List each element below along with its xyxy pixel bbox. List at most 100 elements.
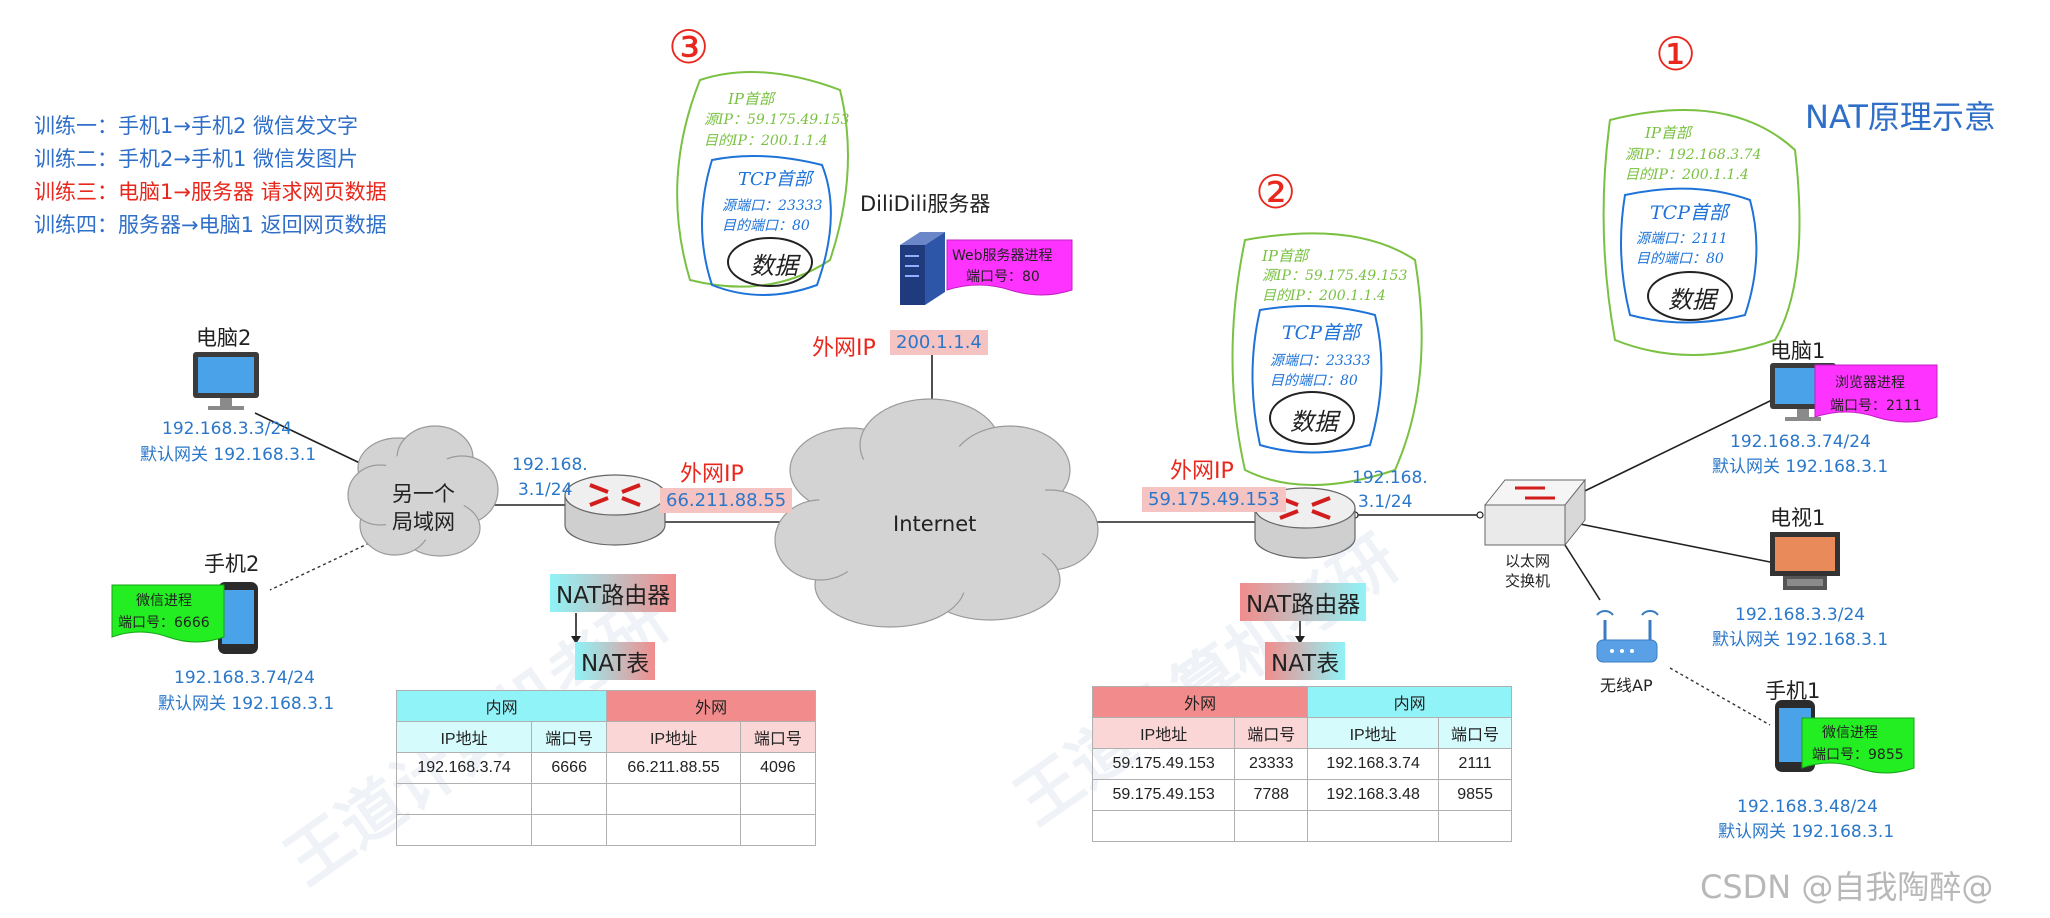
table-cell <box>395 783 533 815</box>
training-item-2: 训练二：手机2→手机1 微信发图片 <box>34 147 358 171</box>
phone2-process-name: 微信进程 <box>136 593 192 609</box>
training-item-4: 训练四：服务器→电脑1 返回网页数据 <box>34 213 387 237</box>
wireless-link-phone2 <box>269 537 381 591</box>
router-left-wan-label: 外网IP <box>680 462 744 487</box>
phone2-process-tag <box>111 584 225 643</box>
ethernet-switch-icon[interactable] <box>1483 478 1587 547</box>
router-left-lan-ip-1: 192.168. <box>512 455 588 475</box>
router-left-icon[interactable] <box>564 474 666 546</box>
packet1-tcp-header: TCP首部 <box>1650 202 1728 224</box>
table-cell <box>1091 810 1236 842</box>
server-wan-label: 外网IP <box>812 336 876 361</box>
nat-table-right: 外网 内网 IP地址 端口号 IP地址 端口号 59.175.49.153 23… <box>1091 686 1512 842</box>
table-cell <box>1234 810 1309 842</box>
pc1-ip: 192.168.3.74/24 <box>1730 432 1871 452</box>
table-row: 59.175.49.153 23333 192.168.3.74 2111 <box>1091 748 1512 780</box>
tv1-ip: 192.168.3.3/24 <box>1735 605 1866 625</box>
table-cell: 192.168.3.74 <box>1307 748 1440 780</box>
table-row: 192.168.3.74 6666 66.211.88.55 4096 <box>395 752 817 784</box>
packet1-src-ip: 源IP：192.168.3.74 <box>1625 147 1762 163</box>
wireless-ap-icon[interactable] <box>1596 610 1659 663</box>
server-process-name: Web服务器进程 <box>952 248 1053 264</box>
arrowhead-1 <box>571 636 581 644</box>
phone2-process-port: 端口号：6666 <box>118 615 210 631</box>
packet1-payload: 数据 <box>1668 286 1716 314</box>
packet3-data-outline <box>727 237 813 287</box>
training-item-1: 训练一：手机1→手机2 微信发文字 <box>34 114 358 138</box>
nat-left-group-inner: 内网 <box>395 690 608 722</box>
table-row <box>395 783 817 815</box>
link-switch-tv1 <box>1574 522 1771 563</box>
nat-right-header: 端口号 <box>1438 717 1512 749</box>
pc1-name: 电脑1 <box>1770 339 1826 363</box>
packet3-dst-ip: 目的IP：200.1.1.4 <box>704 133 828 149</box>
packet2-dst-ip: 目的IP：200.1.1.4 <box>1262 288 1386 304</box>
table-cell: 7788 <box>1234 779 1309 811</box>
packet3-src-ip: 源IP：59.175.49.153 <box>704 112 850 128</box>
table-cell: 66.211.88.55 <box>606 752 741 784</box>
tv1-icon[interactable] <box>1770 532 1840 590</box>
packet2-src-port: 源端口：23333 <box>1270 353 1371 369</box>
packet3-outline <box>676 71 849 288</box>
router-right-label: NAT路由器 <box>1240 583 1367 621</box>
packet1-ip-header: IP首部 <box>1645 124 1692 142</box>
packet3-payload: 数据 <box>750 252 798 280</box>
marker-2: ② <box>1255 165 1297 219</box>
internet-label: Internet <box>893 512 977 536</box>
pc2-ip: 192.168.3.3/24 <box>162 419 293 439</box>
packet2-data-outline <box>1269 391 1355 445</box>
phone1-process-name: 微信进程 <box>1822 725 1878 741</box>
pc2-monitor-icon[interactable] <box>193 352 259 410</box>
nat-left-header: 端口号 <box>531 721 608 753</box>
router-right-wan-label: 外网IP <box>1170 459 1234 484</box>
packet1-dst-port: 目的端口：80 <box>1636 251 1724 267</box>
phone2-ip: 192.168.3.74/24 <box>174 668 315 688</box>
server-icon[interactable] <box>900 232 945 305</box>
server-wan-ip: 200.1.1.4 <box>890 330 988 355</box>
nat-right-group-inner: 内网 <box>1307 686 1512 718</box>
table-cell: 9855 <box>1438 779 1512 811</box>
packet1-tcp-outline <box>1620 187 1758 324</box>
phone2-name: 手机2 <box>204 552 260 576</box>
packet2-src-ip: 源IP：59.175.49.153 <box>1262 268 1408 284</box>
packet2-ip-header: IP首部 <box>1262 247 1309 265</box>
link-switch-pc1 <box>1559 399 1773 504</box>
packet1-src-port: 源端口：2111 <box>1636 231 1728 247</box>
router-left-wan-ip: 66.211.88.55 <box>660 488 793 513</box>
table-cell: 23333 <box>1234 748 1309 780</box>
packet2-dst-port: 目的端口：80 <box>1270 373 1358 389</box>
packet3-tcp-header: TCP首部 <box>738 169 812 190</box>
table-cell: 2111 <box>1438 748 1512 780</box>
phone1-process-tag <box>1801 717 1915 774</box>
router-right-wan-ip: 59.175.49.153 <box>1142 487 1286 512</box>
phone1-ip: 192.168.3.48/24 <box>1737 797 1878 817</box>
packet3-src-port: 源端口：23333 <box>722 198 823 214</box>
lan-cloud <box>347 425 499 557</box>
table-cell <box>1438 810 1512 842</box>
marker-1: ① <box>1655 27 1697 81</box>
packet1-data-outline <box>1647 271 1733 321</box>
csdn-watermark: CSDN @自我陶醉@ <box>1700 868 1994 906</box>
packet2-payload: 数据 <box>1290 408 1338 436</box>
arrowhead-2 <box>1295 636 1305 644</box>
packet2-tcp-outline <box>1251 305 1383 454</box>
packet2-tcp-header: TCP首部 <box>1282 322 1360 344</box>
table-cell <box>606 814 741 846</box>
nat-left-header: IP地址 <box>395 721 533 753</box>
table-cell <box>739 814 817 846</box>
lan-cloud-line2: 局域网 <box>392 510 455 534</box>
phone1-process-port: 端口号：9855 <box>1812 747 1904 763</box>
tv1-gateway: 默认网关 192.168.3.1 <box>1712 630 1889 650</box>
switch-label-line1: 以太网 <box>1505 552 1551 570</box>
table-cell <box>531 814 608 846</box>
marker-3: ③ <box>668 20 710 74</box>
table-cell: 59.175.49.153 <box>1091 779 1236 811</box>
table-cell: 192.168.3.48 <box>1307 779 1440 811</box>
phone2-icon[interactable] <box>218 582 258 654</box>
packet2-outline <box>1231 232 1423 486</box>
lan-cloud-line1: 另一个 <box>392 482 455 506</box>
table-cell <box>395 814 533 846</box>
table-cell <box>739 783 817 815</box>
ap-label: 无线AP <box>1600 676 1653 695</box>
table-cell: 59.175.49.153 <box>1091 748 1236 780</box>
